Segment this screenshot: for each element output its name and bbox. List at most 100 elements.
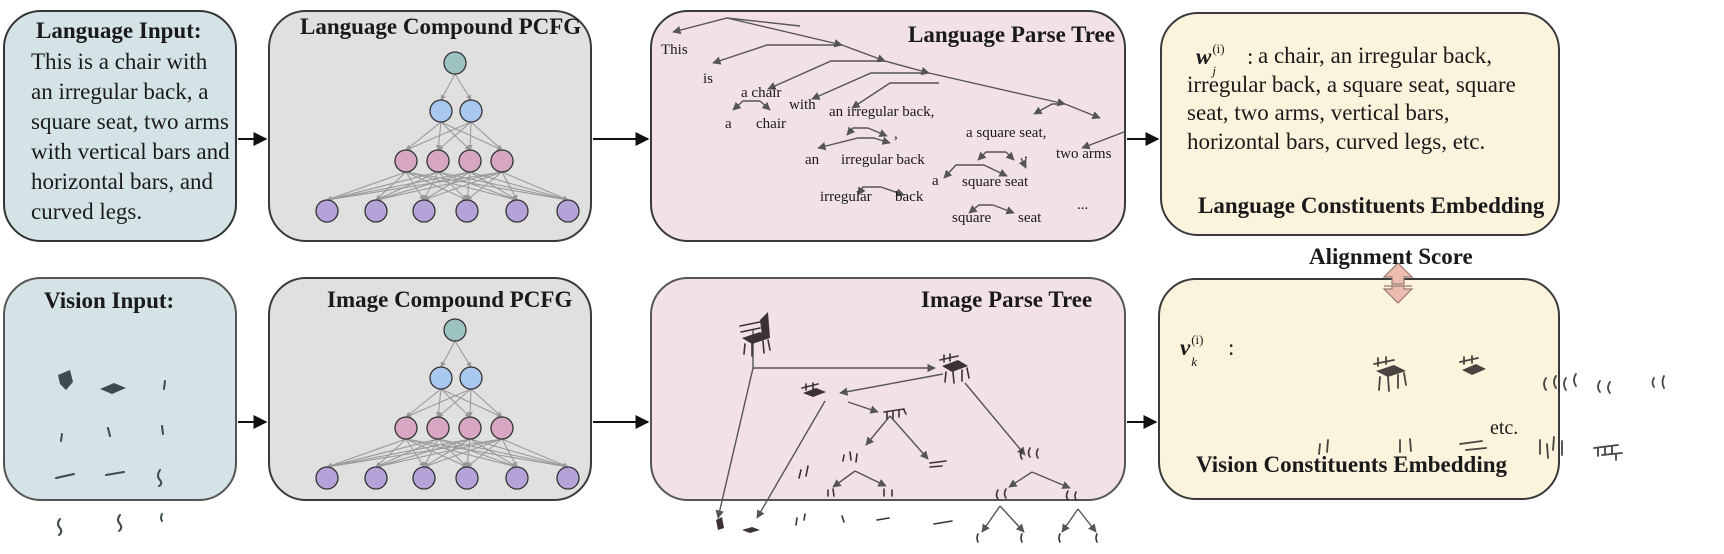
image-pcfg-edge [423,438,471,468]
language-pcfg-edge [405,171,569,202]
image-pcfg-edge [440,388,471,418]
v-sup: (i) [1191,332,1204,347]
vision-embedding-box [1158,278,1560,500]
image-pcfg-edge [501,438,569,468]
language-pcfg-edge [375,171,439,201]
image-parse-tree-lines [715,330,1097,533]
language-pcfg-edge [423,171,471,201]
language-pcfg-node-layer-3 [364,199,388,223]
tree-word-an: an [805,152,820,168]
vision-embedding-colon: : [1228,335,1235,360]
vision-embedding-title: Vision Constituents Embedding [1196,452,1508,477]
image-pcfg-node-layer-2 [490,416,514,440]
language-pcfg-edge [464,171,471,201]
tree-word-two-arms: two arms [1056,146,1112,162]
image-pcfg-edge [326,438,439,469]
language-pcfg-node-layer-3 [315,199,339,223]
image-pcfg-node-layer-3 [455,466,479,490]
image-pcfg-edge [440,388,503,418]
language-pcfg-edge [437,171,569,202]
language-pcfg-edge [437,171,468,201]
image-pcfg-node-layer-3 [412,466,436,490]
language-pcfg-edge [326,171,471,202]
image-pcfg-edge [375,438,471,469]
tree-word-a: a [725,116,732,132]
language-embedding-text: a chair, an irregular back, irregular ba… [1187,42,1527,156]
tree-word-ellipsis: ... [1077,197,1089,213]
image-tree-parts [716,312,1098,543]
image-pcfg-edge [375,438,439,468]
language-input-title: Language Input: [36,18,202,43]
image-pcfg-node-layer-2 [394,416,418,440]
language-pcfg-edge [469,171,569,202]
vision-embedding-parts [1318,355,1665,461]
image-pcfg-node-layer-3 [505,466,529,490]
language-pcfg-node-layer-2 [426,149,450,173]
image-parse-tree-title: Image Parse Tree [921,287,1093,312]
image-pcfg-edge [423,438,503,468]
language-pcfg-edge [467,121,473,151]
image-pcfg-edge [437,438,569,469]
language-constituents-list: a chair, an irregular back, irregular ba… [1187,43,1516,154]
language-pcfg-node-layer-2 [490,149,514,173]
v-symbol: v [1180,335,1191,360]
image-pcfg-node-layer-1 [429,366,453,390]
language-pcfg-graph [315,51,580,223]
language-pcfg-edge [405,121,472,151]
image-pcfg-edge [405,388,472,418]
language-pcfg-edge [375,171,503,202]
tree-word-is: is [703,71,714,87]
language-pcfg-edge [326,171,503,202]
language-embedding-box [1160,12,1560,236]
image-pcfg-edge [467,388,473,418]
image-pcfg-edge [437,438,518,468]
image-pcfg-edge [470,388,503,418]
image-pcfg-edge [469,438,569,469]
image-pcfg-edge [501,438,518,468]
language-pcfg-edge [454,73,472,101]
image-pcfg-node-layer-3 [315,466,339,490]
language-pcfg-title: Language Compound PCFG [300,14,582,39]
vision-embedding-symbol: v(i)k [1180,332,1204,369]
image-pcfg-edge [437,388,472,418]
image-pcfg-node-layer-3 [556,466,580,490]
alignment-score-label: Alignment Score [1309,244,1473,269]
image-pcfg-edge [440,340,456,368]
tree-word-this: This [661,42,688,58]
tree-word-seat: seat [1018,210,1042,226]
w-sup: (i) [1212,41,1225,56]
image-pcfg-edge [375,438,503,469]
language-pcfg-edge [405,121,442,151]
language-parse-tree-title: Language Parse Tree [908,22,1115,47]
image-pcfg-graph [315,318,580,490]
tree-word-square: square [952,210,992,226]
tree-word-an-irregular-back: an irregular back, [829,104,935,120]
language-pcfg-node-layer-3 [412,199,436,223]
tree-word-a-chair: a chair [741,85,782,101]
language-pcfg-edge [375,171,407,201]
image-pcfg-edge [469,438,518,468]
pipeline-arrows [238,132,1160,429]
language-embedding-colon: : [1247,44,1254,69]
tree-word-a-square-seat: a square seat, [966,125,1047,141]
language-pcfg-node-layer-0 [443,51,467,75]
image-pcfg-edge [326,438,503,469]
language-pcfg-edge [375,171,471,202]
language-input-box [3,10,237,242]
image-pcfg-edge [466,438,503,468]
language-embedding-symbol: w(i)j [1196,41,1225,78]
tree-word-back: back [895,189,924,205]
w-symbol: w [1196,44,1212,69]
language-pcfg-edge [437,121,472,151]
image-pcfg-node-layer-0 [443,318,467,342]
language-pcfg-edge [466,171,503,201]
alignment-double-arrow [1382,262,1414,304]
image-pcfg-edge [326,438,471,469]
language-pcfg-edge [501,171,569,201]
language-pcfg-node-layer-3 [455,199,479,223]
language-pcfg-edge [423,171,503,201]
tree-word-square-seat: square seat [962,174,1029,190]
language-pcfg-edge [470,121,503,151]
tree-word-chair: chair [756,116,786,132]
image-pcfg-edge [375,438,407,468]
